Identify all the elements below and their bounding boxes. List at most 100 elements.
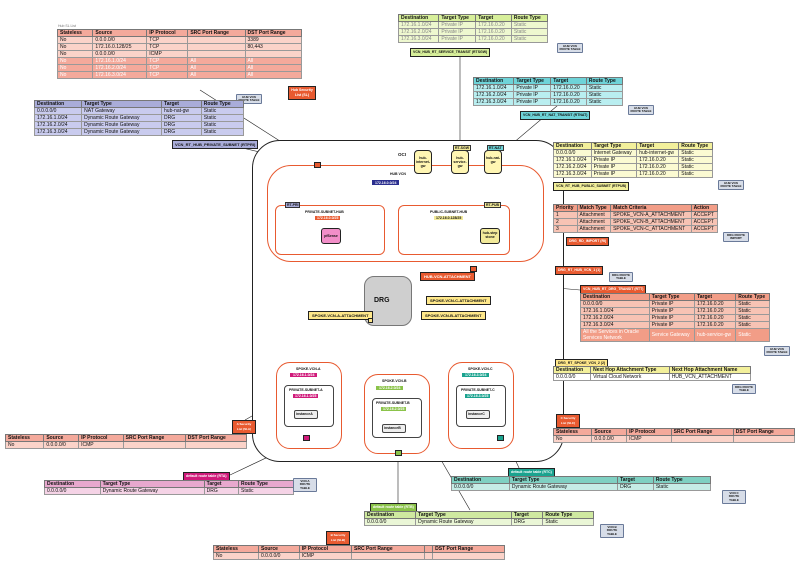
col-header: Stateless [552,428,593,436]
cell: 0.0.0.0/0 [591,435,628,443]
hub-vcn-attachment[interactable]: HUB-VCN-ATTACHMENT [420,272,475,281]
sl-b-label: B Security List (SLB) [326,531,350,545]
cell: All [244,71,303,79]
spoke-c-subnet-title: PRIVATE-SUBNET-C [461,388,495,392]
cell: No [56,43,94,51]
cell: 172.16.0.20 [550,91,587,99]
hub-sl-mini-title: Hub SL List [58,24,76,28]
spoke-b-subnet-title: PRIVATE-SUBNET-B [376,401,410,405]
cell: 172.16.3.0/24 [92,71,148,79]
internet-gateway[interactable] [414,150,432,174]
spoke-c-title: SPOKE-VCN-C [468,367,493,371]
cell: TCP [146,36,189,44]
spoke-b-title: SPOKE-VCN-B [382,379,407,383]
drg-rt1-tag [470,266,477,272]
col-header: SRC Port Range [670,428,734,436]
cell: Static [200,128,245,136]
hub-vcn-cidr: 172.16.0.0/24 [372,180,400,185]
col-header: Route Type [735,293,770,301]
instance-a[interactable] [294,410,318,419]
spoke-a-attachment[interactable]: SPOKE-VCN-A-ATTACHMENT [308,311,373,320]
cell [122,441,186,449]
rt-nat-badge: HUB VCN ROUTE TABLE [628,105,654,115]
col-header: Destination [33,100,83,108]
cell: Dynamic Route Gateway [508,483,619,491]
rt-private-label: VCN_RT_HUB_PRIVATE_SUBNET (RTPRI) [172,140,259,149]
cell: No [56,36,94,44]
cell: hub-nat-gw [161,107,202,115]
hub-security-list-table: Stateless Source IP Protocol SRC Port Ra… [56,29,303,79]
hub-sl-port [314,162,321,168]
cell: hub-service-gw [694,328,737,342]
cell: Static [585,84,624,92]
cell: 1 [553,211,578,219]
cell: Static [510,28,549,36]
rt-pri-tag: RT-PRI [285,202,301,208]
col-header: IP Protocol [626,428,672,436]
hub-stepstone-instance[interactable] [480,228,500,244]
cell: 172.16.0.20 [636,163,680,171]
cell: 2 [553,218,578,226]
col-header: Target [550,77,587,85]
cell: DRG [203,487,240,495]
instance-c-label: instanceC [468,412,485,416]
cell: DRG [161,128,202,136]
col-header: Target Type [513,77,552,85]
col-header: Destination [451,476,510,484]
cell: ICMP [298,552,353,560]
col-header: Destination [552,366,592,374]
cell: Dynamic Route Gateway [81,121,163,129]
cell: 172.16.0.20 [475,35,512,43]
cell: 172.16.0.20 [636,170,680,178]
cell: 0.0.0.0/0 [363,518,417,526]
cell: Private IP [513,91,552,99]
col-header: IP Protocol [78,434,124,442]
cell: No [4,441,45,449]
col-header: Source [92,29,148,37]
cell: Private IP [513,84,552,92]
cell: 0.0.0.0/0 [92,36,148,44]
spoke-c-attachment[interactable]: SPOKE-VCN-C-ATTACHMENT [426,296,491,305]
instance-c[interactable] [466,410,490,419]
spoke-b-attachment[interactable]: SPOKE-VCN-B-ATTACHMENT [421,311,486,320]
instance-a-label: instanceA [296,412,313,416]
cell: 172.16.1.0/24 [33,114,83,122]
cell: 172.16.3.0/24 [580,321,650,329]
cell: Private IP [648,300,696,308]
cell: Static [585,91,624,99]
cell: No [56,71,94,79]
spoke-c-cidr: 172.16.3.0/24 [462,373,490,377]
cell: SPOKE_VCN-C_ATTACHMENT [610,225,692,233]
internet-gateway-label: hub-internet-gw [416,156,430,168]
col-header: Target Type [99,480,205,488]
cell: 172.16.3.0/24 [553,170,592,178]
cell: Dynamic Route Gateway [81,128,163,136]
pfsense-instance[interactable] [321,228,341,244]
col-header: Match Criteria [610,204,692,212]
hub-sl-label: Hub Security List (SL) [288,86,316,100]
cell: 172.16.1.0/24 [472,84,515,92]
cell [187,43,246,51]
cell: Static [735,328,770,342]
col-header: Target [617,476,654,484]
hub-public-cidr: 172.16.0.128/25 [434,216,464,220]
drg-spoke-rt-badge: DRG ROUTE TABLE [732,384,756,394]
cell: Static [200,107,245,115]
instance-b[interactable] [382,424,406,433]
cell [732,435,796,443]
rt-public-badge: HUB VCN ROUTE TABLE [718,180,744,190]
cell: 0.0.0.0/0 [257,552,300,560]
